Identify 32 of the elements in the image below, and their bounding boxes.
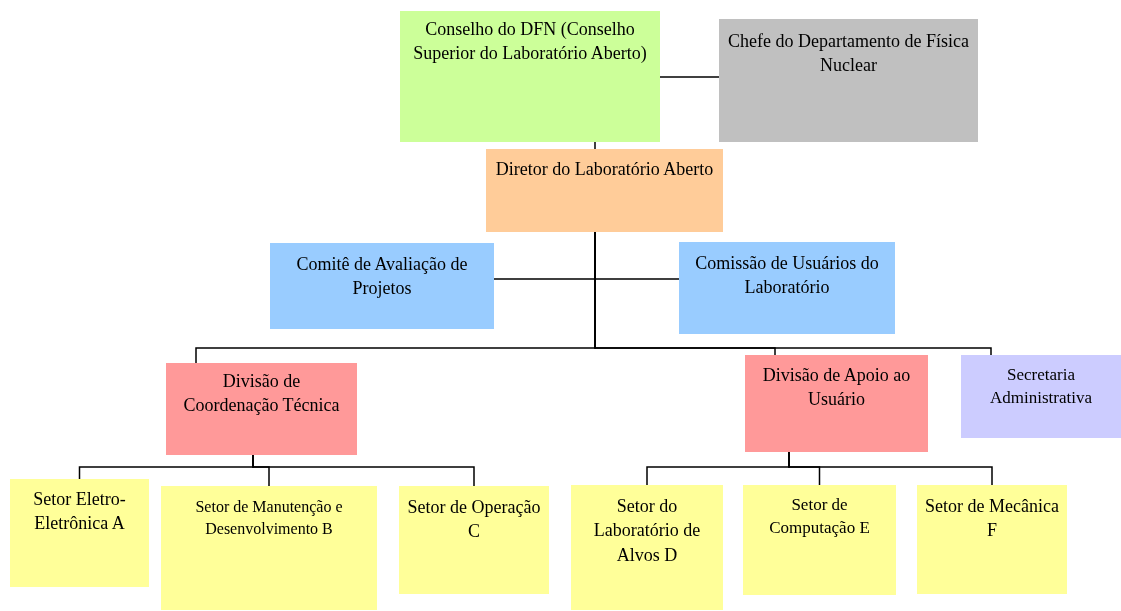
org-box — [166, 363, 357, 455]
org-box — [917, 485, 1067, 594]
box-label: Setor de Operação C — [407, 496, 541, 544]
org-box — [399, 486, 549, 594]
box-label: Setor de Manutenção e Desenvolvimento B — [194, 497, 344, 539]
box-label: Comissão de Usuários do Laboratório — [694, 252, 880, 300]
box-label: Divisão de Apoio ao Usuário — [761, 364, 912, 412]
connector-line — [594, 141, 596, 150]
box-label: Setor de Mecânica F — [925, 495, 1059, 543]
box-label: Setor do Laboratório de Alvos D — [592, 495, 702, 567]
org-box — [486, 149, 723, 232]
org-box — [270, 243, 494, 329]
box-label: Secretaria Administrativa — [989, 364, 1093, 409]
connector-line — [252, 454, 475, 487]
org-box — [571, 485, 723, 610]
org-box — [745, 355, 928, 452]
org-box — [679, 242, 895, 334]
box-label: Divisão de Coordenação Técnica — [182, 370, 341, 418]
box-label: Conselho do DFN (Conselho Superior do Laboratório Aberto) — [412, 18, 648, 66]
org-box — [719, 19, 978, 142]
org-box — [400, 11, 660, 142]
box-label: Comitê de Avaliação de Projetos — [295, 253, 469, 301]
connector-line — [788, 451, 993, 486]
org-box — [961, 355, 1121, 438]
box-label: Setor de Computação E — [768, 494, 871, 539]
connector-line — [659, 76, 720, 78]
box-label: Chefe do Departamento de Física Nuclear — [727, 30, 970, 78]
box-label: Setor Eletro- Eletrônica A — [32, 488, 127, 536]
org-box — [10, 479, 149, 587]
box-label: Diretor do Laboratório Aberto — [495, 158, 714, 181]
org-box — [743, 485, 896, 595]
org-box — [161, 486, 377, 610]
